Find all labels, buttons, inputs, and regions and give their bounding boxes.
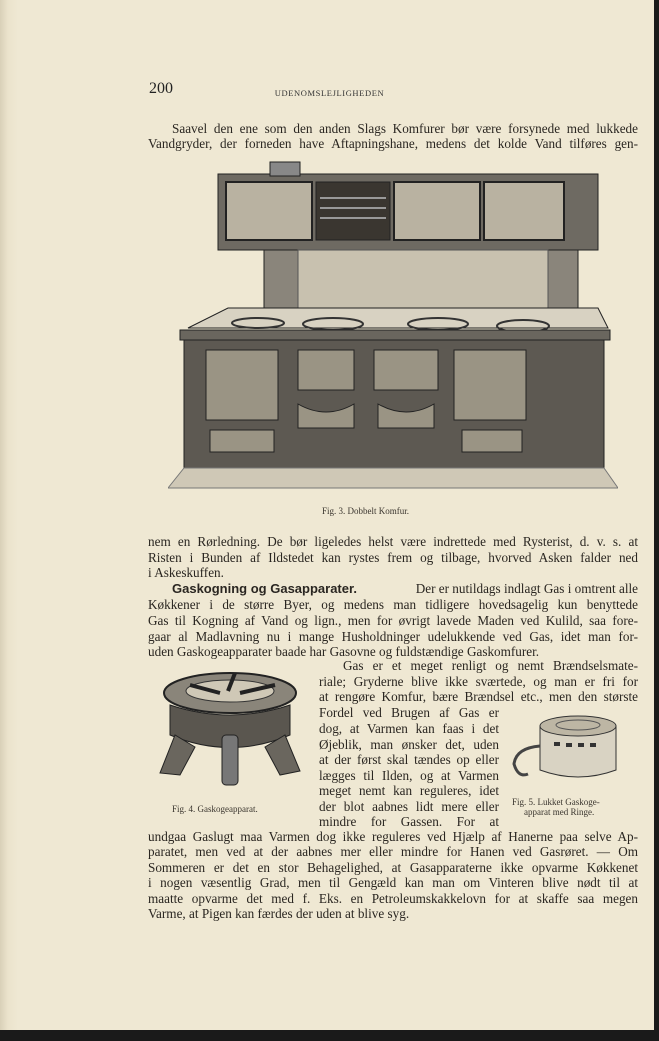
text-line: dog, at Varmen kan faas i det [319,721,499,736]
running-head: UDENOMSLEJLIGHEDEN [274,88,385,98]
text-line: der blot aabnes lidt mere eller [319,799,499,814]
text-line: i Askeskuffen. [148,565,224,580]
text-line: meget nemt kan reguleres, idet [319,783,499,798]
page-number: 200 [149,80,173,97]
text-line: Køkkener i de større Byer, og medens man… [148,597,638,612]
text-line: mindre for Gassen. For at [319,814,499,829]
figure-caption: apparat med Ringe. [524,807,595,817]
figure-caption: Fig. 5. Lukket Gaskoge- [512,797,600,807]
figure-double-stove [168,161,618,489]
text-line: Saavel den ene som den anden Slags Komfu… [172,121,638,136]
text-line: riale; Gryderne blive ikke sværtede, og … [319,674,638,689]
text-line: Sommeren er det en stor Behagelighed, at… [148,860,638,875]
text-line: uden Gaskogeapparater baade har Gasovne … [148,644,540,659]
text-line: Gas til Kogning af Vand og lign., men fo… [148,613,638,628]
figure-gas-burner [159,672,301,786]
section-heading: Gaskogning og Gasapparater. [172,581,357,596]
text-line: paratet, men ved at der aabnes mer eller… [148,844,638,859]
text-line: gaar al Madlavning nu i mange Husholdnin… [148,629,638,644]
text-line: i nogen væsentlig Grad, men til Gengæld … [148,875,638,890]
figure-caption: Fig. 3. Dobbelt Komfur. [322,506,409,516]
text-line: Øjeblik, man ønsker det, uden [319,737,499,752]
text-line: maatte opvarme det med f. Eks. en Petrol… [148,891,638,906]
text-line: Gas er et meget renligt og nemt Brændsel… [343,658,638,673]
text-line: at rengøre Komfur, bære Brændsel etc., m… [319,689,638,704]
text-line: Gaskogning og Gasapparater. Der er nutil… [172,581,638,596]
text-line: nem en Rørledning. De bør ligeledes hels… [148,534,638,549]
figure-caption: Fig. 4. Gaskogeapparat. [172,804,258,814]
text-line: lægges til Ilden, og at Varmen [319,768,499,783]
text-line: Risten i Bunden af Ildstedet kan rystes … [148,550,638,565]
text-line: Vandgryder, der forneden have Aftapnings… [148,136,638,151]
text-line: at der først skal tændes op eller [319,752,499,767]
text-line: Varme, at Pigen kan færdes der uden at b… [148,906,410,921]
figure-closed-gas-burner [512,715,617,778]
text-line: undgaa Gaslugt maa Varmen dog ikke regul… [148,829,638,844]
text-line: Fordel ved Brugen af Gas er [319,705,499,720]
text-fragment: Der er nutildags indlagt Gas i omtrent a… [415,581,638,596]
